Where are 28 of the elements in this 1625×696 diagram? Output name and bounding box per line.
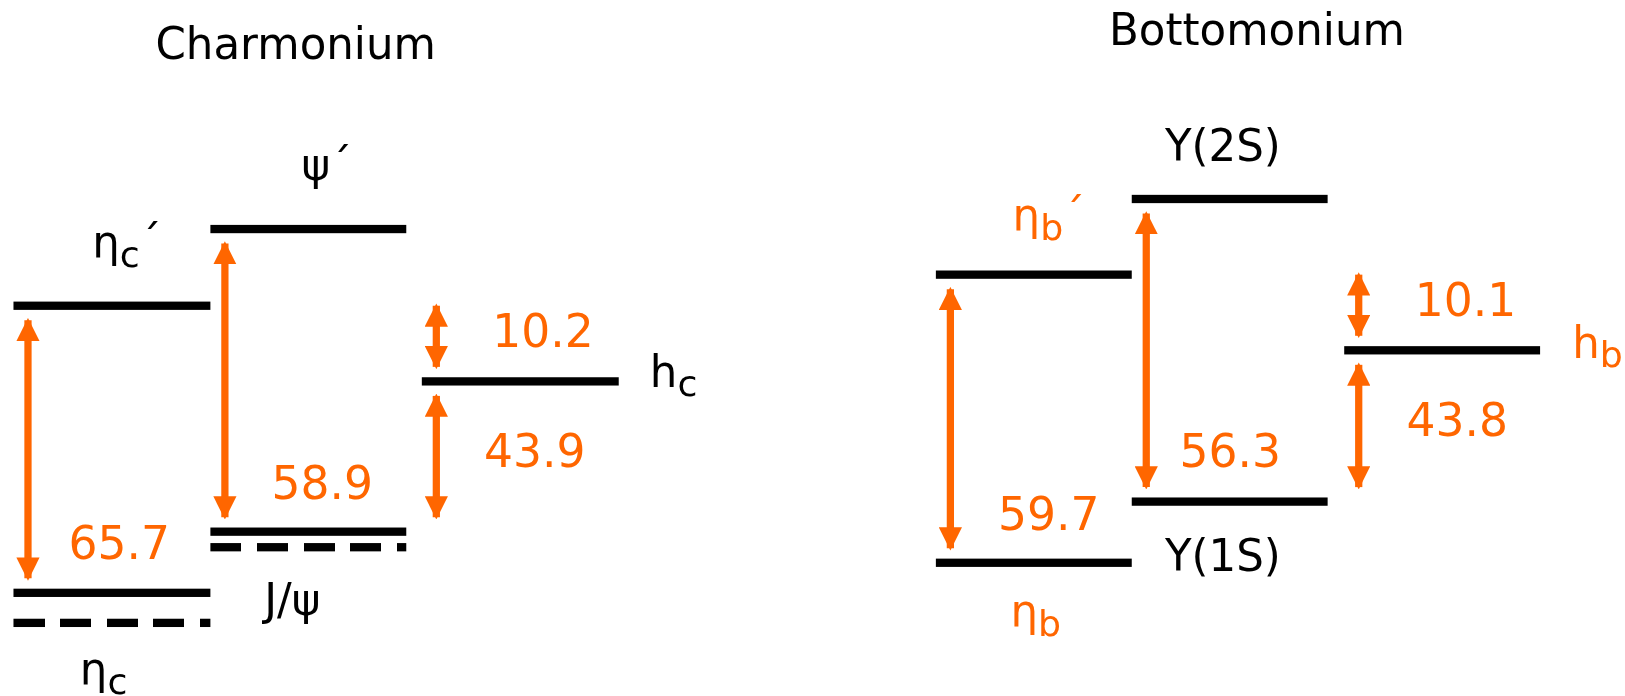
double-arrow: [1347, 272, 1371, 339]
level-label: h$_{b}$: [1572, 321, 1623, 374]
level-label: η$_{b}$´: [1012, 193, 1085, 247]
edge-label: 10.1: [1414, 277, 1517, 324]
double-arrow: [424, 303, 448, 370]
double-arrow: [424, 393, 448, 520]
level-label: h$_{c}$: [649, 350, 698, 403]
double-arrow: [1347, 362, 1371, 490]
level-label: η$_{b}$: [1010, 589, 1062, 642]
double-arrow: [938, 286, 962, 551]
edge-label: 43.9: [484, 429, 586, 475]
edge-label: 56.3: [1179, 429, 1281, 475]
edge-label: 58.9: [271, 460, 374, 506]
edge-label: 43.8: [1406, 398, 1508, 444]
panel-heading: Charmonium: [155, 22, 436, 67]
level-label: ψ´: [301, 144, 353, 188]
level-label: Υ(1S): [1164, 534, 1281, 579]
edge-label: 10.2: [492, 308, 594, 355]
edge-label: 59.7: [998, 491, 1100, 537]
level-label: η$_{c}$: [79, 647, 128, 696]
double-arrow: [213, 241, 237, 520]
panel-heading: Bottomonium: [1108, 8, 1405, 52]
double-arrow: [16, 317, 40, 581]
double-arrow: [1134, 211, 1158, 490]
level-label: Υ(2S): [1164, 124, 1281, 168]
edge-label: 65.7: [68, 520, 170, 566]
level-label: J/ψ: [264, 578, 321, 622]
level-label: η$_{c}$´: [92, 220, 162, 273]
